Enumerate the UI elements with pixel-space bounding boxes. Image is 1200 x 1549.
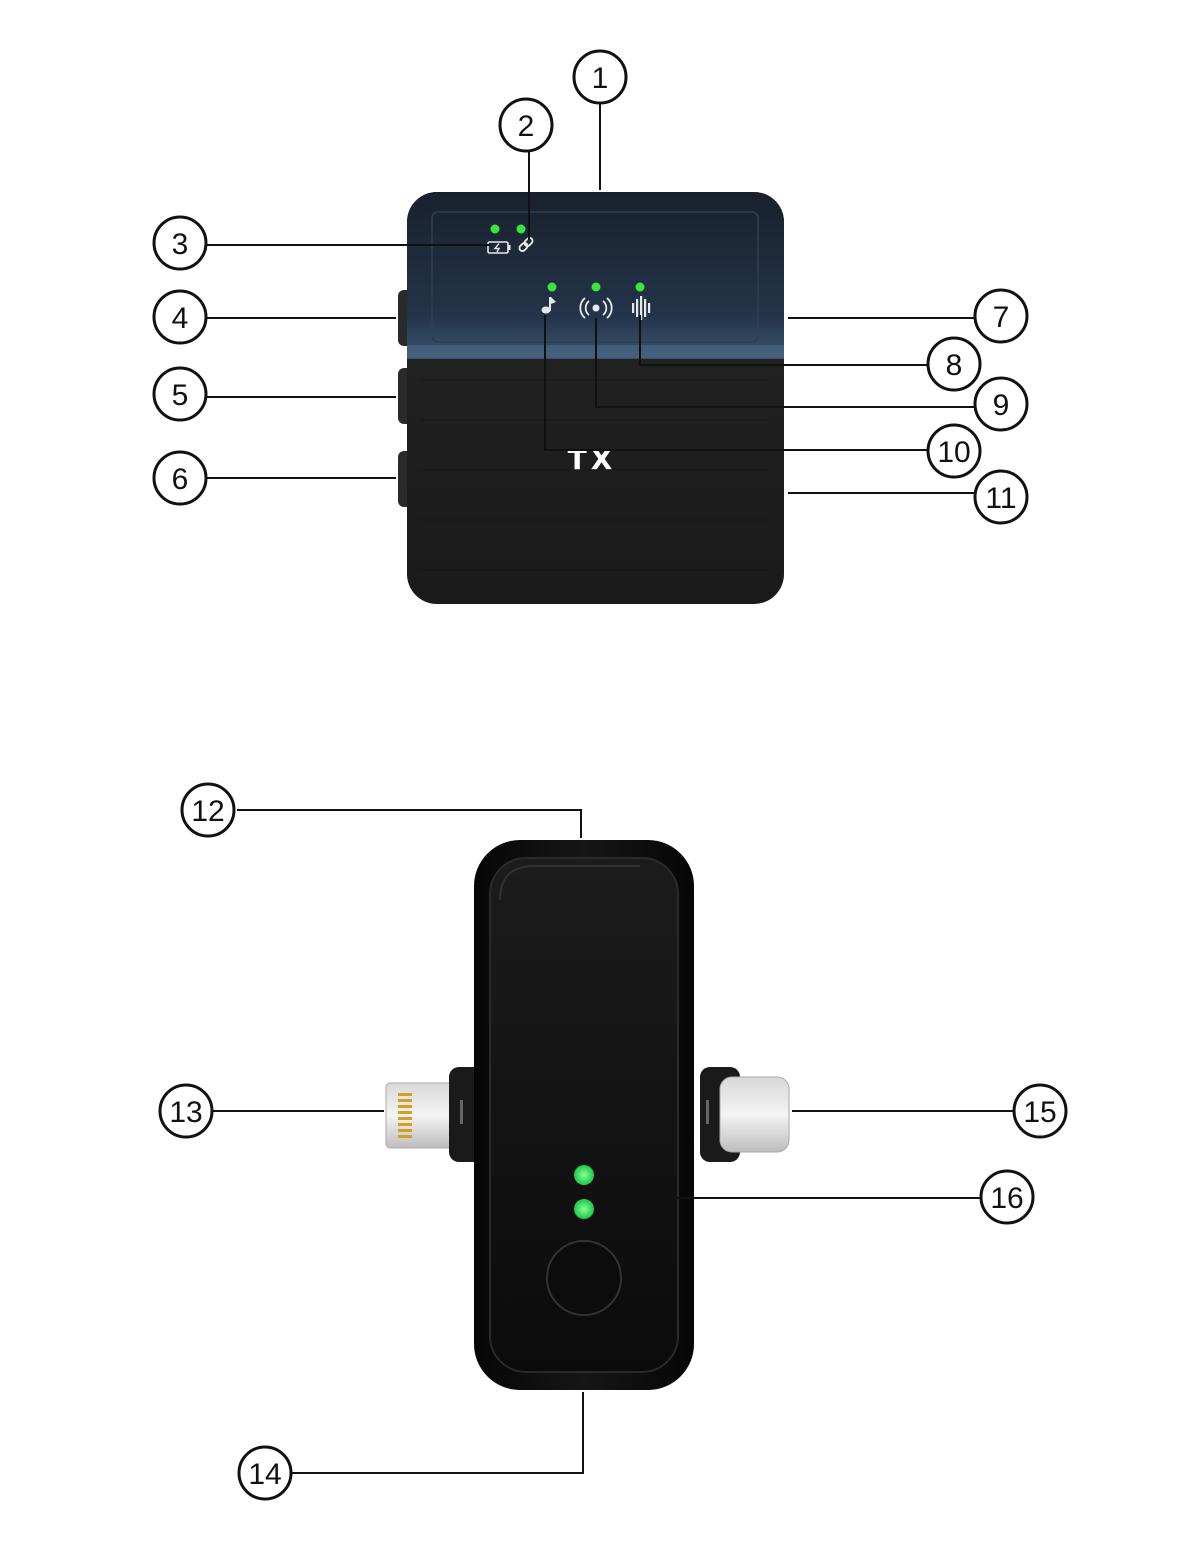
callout-number: 13: [169, 1096, 202, 1129]
tx-label: TX: [568, 443, 617, 476]
wireless-signal-icon: [579, 297, 613, 319]
callout-3: 3: [152, 215, 208, 271]
leader-14: [292, 1392, 584, 1474]
callout-number: 10: [937, 436, 970, 469]
leader-8: [639, 315, 928, 366]
leader-lines: [207, 103, 1013, 1474]
led-link: [516, 224, 526, 234]
tx-glass-panel: [407, 192, 784, 358]
callout-4: 4: [152, 289, 208, 345]
callout-number: 3: [172, 228, 189, 261]
tx-transmitter: TX: [398, 192, 784, 604]
rx-highlight: [499, 865, 640, 901]
callout-12: 12: [180, 782, 236, 838]
callout-number: 11: [985, 482, 1016, 515]
link-icon: [518, 237, 534, 252]
rx-led-bottom: [574, 1199, 594, 1219]
leader-10: [544, 315, 928, 451]
led-battery: [490, 224, 500, 234]
music-note-icon: [541, 297, 556, 314]
callout-11: 11: [973, 469, 1029, 525]
callout-13: 13: [158, 1083, 214, 1139]
callout-5: 5: [152, 366, 208, 422]
lightning-connector: [385, 1067, 489, 1162]
callout-number: 5: [172, 379, 189, 412]
rx-front-face: [489, 857, 679, 1373]
callout-2: 2: [498, 97, 554, 153]
callout-14: 14: [237, 1445, 293, 1501]
callout-10: 10: [926, 423, 982, 479]
callout-number: 2: [518, 110, 535, 143]
leader-12: [237, 809, 582, 838]
callout-number: 14: [248, 1458, 281, 1491]
callout-16: 16: [979, 1169, 1035, 1225]
callout-1: 1: [572, 49, 628, 105]
callout-6: 6: [152, 450, 208, 506]
led-noise: [635, 282, 645, 292]
callout-number: 6: [172, 463, 189, 496]
callout-number: 1: [592, 62, 609, 95]
rx-led-top: [574, 1165, 594, 1185]
battery-icon: [487, 241, 511, 254]
callout-9: 9: [973, 376, 1029, 432]
callout-number: 12: [191, 795, 224, 828]
callout-8: 8: [926, 336, 982, 392]
rx-receiver: [385, 840, 790, 1390]
callout-circles: 1 2 3 4 5 6 7 8: [152, 49, 1068, 1501]
rx-power-button[interactable]: [546, 1240, 622, 1316]
callout-number: 8: [946, 349, 963, 382]
led-music: [547, 282, 557, 292]
lightning-pins: [398, 1093, 412, 1138]
callout-number: 9: [993, 389, 1010, 422]
led-signal: [591, 282, 601, 292]
leader-9: [595, 318, 975, 408]
callout-number: 16: [990, 1182, 1023, 1215]
callout-number: 15: [1023, 1096, 1056, 1129]
callout-7: 7: [973, 288, 1029, 344]
callout-15: 15: [1012, 1083, 1068, 1139]
usb-c-connector: [700, 1067, 790, 1162]
noise-reduction-icon: [632, 296, 651, 320]
callout-number: 4: [172, 302, 189, 335]
callout-number: 7: [993, 301, 1010, 334]
